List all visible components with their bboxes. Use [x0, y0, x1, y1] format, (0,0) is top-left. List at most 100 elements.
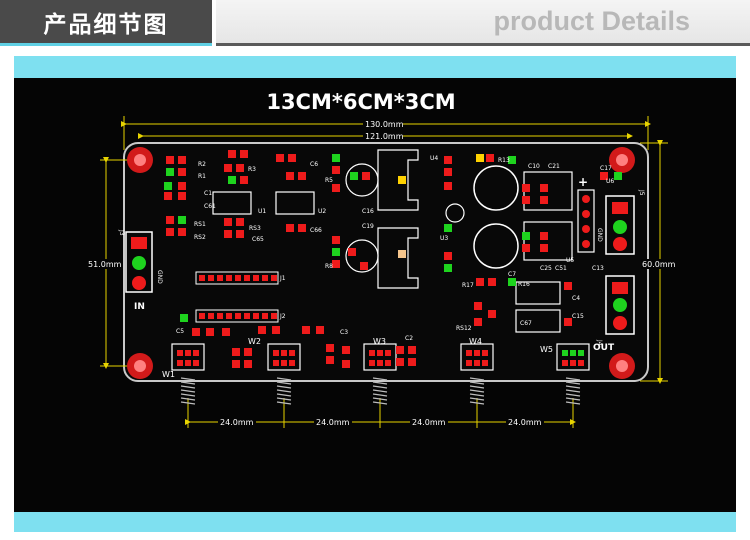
pot-pad [177, 360, 183, 366]
smd-pad [298, 224, 306, 232]
pot-label-w4: W4 [469, 337, 482, 346]
pot-shaft-coil [469, 377, 485, 381]
smd-pad [178, 228, 186, 236]
pot-shaft-coil [469, 381, 485, 385]
smd-pad [222, 328, 230, 336]
svg-text:C3: C3 [340, 329, 348, 336]
smd-pad [164, 192, 172, 200]
pot-label-w3: W3 [373, 337, 386, 346]
smd-pad [398, 176, 406, 184]
smd-pad [332, 184, 340, 192]
pot-shaft-coil [469, 393, 485, 397]
pot-pad [570, 360, 576, 366]
svg-text:C61: C61 [204, 203, 216, 210]
header-pad [262, 313, 268, 319]
dim-pot-spacing-2: 24.0mm [316, 418, 350, 427]
smd-pad [192, 328, 200, 336]
smd-pad [276, 154, 284, 162]
svg-text:C21: C21 [548, 163, 560, 170]
pot-shaft-coil [276, 385, 292, 389]
in-label: IN [134, 302, 145, 312]
smd-pad [564, 318, 572, 326]
connector-labels: J3 J4 J5 GND [118, 189, 645, 346]
smd-pad [236, 230, 244, 238]
svg-text:C25: C25 [540, 265, 552, 272]
header-pad [244, 275, 250, 281]
svg-text:C16: C16 [362, 208, 374, 215]
smd-pad [540, 184, 548, 192]
smd-pad [342, 360, 350, 368]
pot-shaft-coil [565, 389, 581, 393]
svg-text:RS1: RS1 [194, 221, 206, 228]
smd-pad [272, 326, 280, 334]
svg-text:C66: C66 [310, 227, 322, 234]
pot-pad [562, 360, 568, 366]
svg-text:U4: U4 [430, 155, 438, 162]
smd-pad [408, 346, 416, 354]
dim-left-height: 51.0mm [88, 260, 122, 269]
dim-hole-width: 121.0mm [365, 132, 404, 141]
header-title-en: product Details [493, 6, 690, 36]
header-j2 [195, 309, 279, 323]
pot-shaft-coil [469, 389, 485, 393]
pot-shaft-coil [469, 385, 485, 389]
smd-pad [488, 310, 496, 318]
smd-pad [298, 172, 306, 180]
header-pad [199, 275, 205, 281]
pot-pad [385, 360, 391, 366]
power-header [577, 189, 595, 253]
smd-pad [444, 168, 452, 176]
smd-pad [316, 326, 324, 334]
smd-pad [240, 150, 248, 158]
pot-shaft-coil [276, 389, 292, 393]
pot-shaft-coil [276, 401, 292, 405]
out-label: OUT [593, 343, 615, 353]
svg-text:U1: U1 [258, 208, 266, 215]
output-connector: OUT + [578, 175, 635, 353]
smd-pad [362, 172, 370, 180]
svg-text:C7: C7 [508, 271, 516, 278]
pot-pad [474, 360, 480, 366]
pot-pad [193, 360, 199, 366]
pot-shaft-coil [276, 377, 292, 381]
pot-shaft-coil [276, 381, 292, 385]
svg-text:RS2: RS2 [194, 234, 206, 241]
pot-body [267, 343, 301, 371]
dim-pot-spacing-4: 24.0mm [508, 418, 542, 427]
pot-shaft-coil [276, 397, 292, 401]
smd-pad [522, 244, 530, 252]
header-pad [208, 313, 214, 319]
smd-pad [522, 184, 530, 192]
smd-pad [476, 278, 484, 286]
smd-pad [244, 360, 252, 368]
smd-pad [232, 360, 240, 368]
svg-text:U3: U3 [440, 235, 448, 242]
header-pad [235, 275, 241, 281]
pot-shaft-coil [372, 377, 388, 381]
smd-pad [398, 250, 406, 258]
smd-pad [360, 262, 368, 270]
svg-text:C2: C2 [405, 335, 413, 342]
smd-pad [166, 228, 174, 236]
svg-text:R2: R2 [198, 161, 206, 168]
smd-pad [342, 346, 350, 354]
svg-text:C15: C15 [572, 313, 584, 320]
smd-pad [166, 156, 174, 164]
pot-body [460, 343, 494, 371]
header-pad [235, 313, 241, 319]
svg-text:R16: R16 [518, 281, 530, 288]
svg-text:C65: C65 [252, 236, 264, 243]
smd-pad [232, 348, 240, 356]
smd-pad [286, 172, 294, 180]
smd-pad [444, 224, 452, 232]
svg-text:RS12: RS12 [456, 325, 472, 332]
component-pads [164, 150, 622, 368]
pot-shaft-coil [372, 397, 388, 401]
pot-pad [273, 360, 279, 366]
pot-pad [281, 360, 287, 366]
smd-pad [332, 236, 340, 244]
pot-pad [377, 350, 383, 356]
smd-pad [408, 358, 416, 366]
smd-pad [444, 264, 452, 272]
